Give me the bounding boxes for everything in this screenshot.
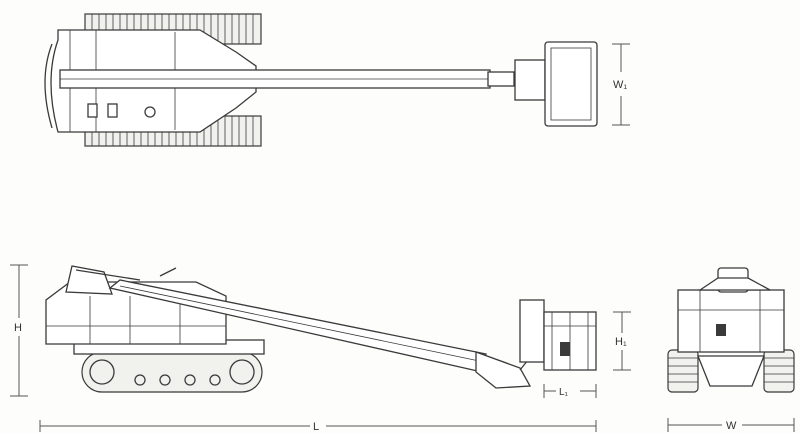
label-w: W [726, 420, 737, 432]
side-boom [108, 279, 487, 373]
top-hatch [144, 106, 156, 118]
side-body-panels [46, 296, 226, 344]
label-l: L [313, 421, 319, 433]
front-undercarriage [697, 355, 765, 387]
side-track-rollers [89, 359, 255, 386]
front-track-treads [668, 357, 794, 383]
label-w1: W₁ [613, 79, 627, 91]
dim-w1 [612, 43, 630, 126]
dim-l1 [543, 384, 597, 398]
side-boom-centerline [119, 285, 485, 363]
top-basket [544, 41, 598, 127]
top-rotator [514, 59, 546, 101]
front-view-machine: W [667, 267, 795, 432]
side-basket-frame [519, 299, 545, 363]
side-view-machine: H H₁ L₁ L [10, 264, 631, 433]
side-basket-panel [560, 342, 570, 356]
side-basket-rails [544, 312, 596, 370]
label-l1: L₁ [559, 387, 569, 398]
side-cab [65, 265, 113, 295]
dim-h1 [613, 311, 631, 371]
label-h1: H₁ [615, 336, 627, 348]
top-boom-tip [487, 71, 515, 87]
front-body [677, 289, 785, 353]
label-h: H [14, 322, 22, 334]
front-panel [716, 324, 726, 336]
front-track-left [667, 349, 699, 393]
side-mast-lines [75, 267, 177, 281]
top-counterweight [44, 43, 53, 129]
top-window-2 [107, 103, 118, 118]
dim-l [39, 420, 597, 432]
front-roof [697, 277, 771, 291]
side-jib [475, 351, 532, 389]
dim-w [667, 418, 795, 432]
front-track-right [763, 349, 795, 393]
top-window-1 [87, 103, 98, 118]
dim-h [10, 264, 28, 397]
side-track [81, 351, 263, 393]
top-basket-inner [550, 47, 592, 121]
front-body-panels [678, 290, 784, 352]
top-view-machine: W₁ [44, 13, 630, 147]
